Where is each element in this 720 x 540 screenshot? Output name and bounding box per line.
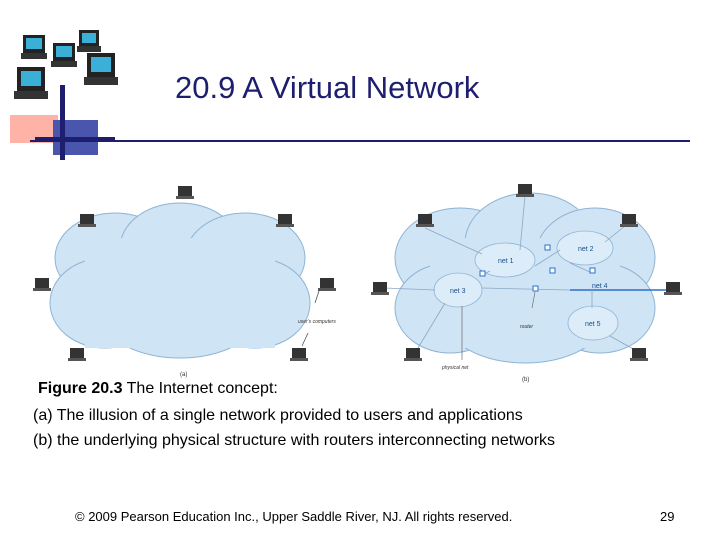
net-2-label: net 2 bbox=[578, 246, 594, 253]
computer-icon bbox=[21, 35, 47, 59]
caption-line-b: (b) the underlying physical structure wi… bbox=[33, 432, 556, 449]
net-5-label: net 5 bbox=[585, 321, 601, 328]
caption-text: The Internet concept: bbox=[122, 380, 278, 397]
computer-icon bbox=[14, 67, 48, 99]
figure-a-tag: (a) bbox=[180, 372, 187, 378]
computer-icon bbox=[416, 214, 434, 227]
page-number: 29 bbox=[660, 509, 675, 524]
router-icon bbox=[479, 244, 596, 292]
physical-net-label: physical net bbox=[441, 365, 469, 371]
net-1-label: net 1 bbox=[498, 258, 514, 265]
computer-icon bbox=[78, 214, 96, 227]
caption-label: Figure 20.3 bbox=[38, 380, 123, 397]
net-3-label: net 3 bbox=[450, 288, 466, 295]
computer-icon bbox=[77, 30, 101, 52]
computer-icon bbox=[68, 348, 86, 361]
copyright-footer: © 2009 Pearson Education Inc., Upper Sad… bbox=[75, 509, 513, 524]
figure-caption: Figure 20.3 The Internet concept: bbox=[38, 380, 278, 398]
computer-icon bbox=[33, 278, 51, 291]
computer-icon bbox=[620, 214, 638, 227]
computer-stack-logo bbox=[10, 30, 118, 160]
computer-icon bbox=[276, 214, 294, 227]
computer-icon bbox=[664, 282, 682, 295]
computer-icon bbox=[404, 348, 422, 361]
computer-icon bbox=[84, 53, 118, 85]
logo-horizontal-bar bbox=[35, 137, 115, 140]
net-4-label: net 4 bbox=[592, 283, 608, 290]
net-5-cloud bbox=[567, 305, 619, 341]
figure-physical-network: net 1 net 2 net 3 net 4 net 5 router phy… bbox=[371, 184, 682, 383]
computer-icon bbox=[371, 282, 389, 295]
slide-title: 20.9 A Virtual Network bbox=[175, 70, 480, 105]
computer-icon bbox=[318, 278, 336, 291]
computer-icon bbox=[51, 43, 77, 67]
computer-icon bbox=[516, 184, 534, 197]
net-2-cloud bbox=[556, 230, 614, 266]
users-computers-label: user's computers bbox=[298, 319, 336, 325]
computer-icon bbox=[176, 186, 194, 199]
computer-icon bbox=[290, 348, 308, 361]
net-1-cloud bbox=[474, 242, 536, 278]
caption-line-a: (a) The illusion of a single network pro… bbox=[33, 407, 523, 424]
computer-icon bbox=[630, 348, 648, 361]
title-divider bbox=[30, 140, 690, 142]
logo-vertical-bar bbox=[60, 85, 65, 160]
figure-b-tag: (b) bbox=[522, 377, 529, 383]
figure-single-network: user's computers (a) bbox=[33, 186, 336, 378]
router-label: router bbox=[520, 324, 533, 330]
